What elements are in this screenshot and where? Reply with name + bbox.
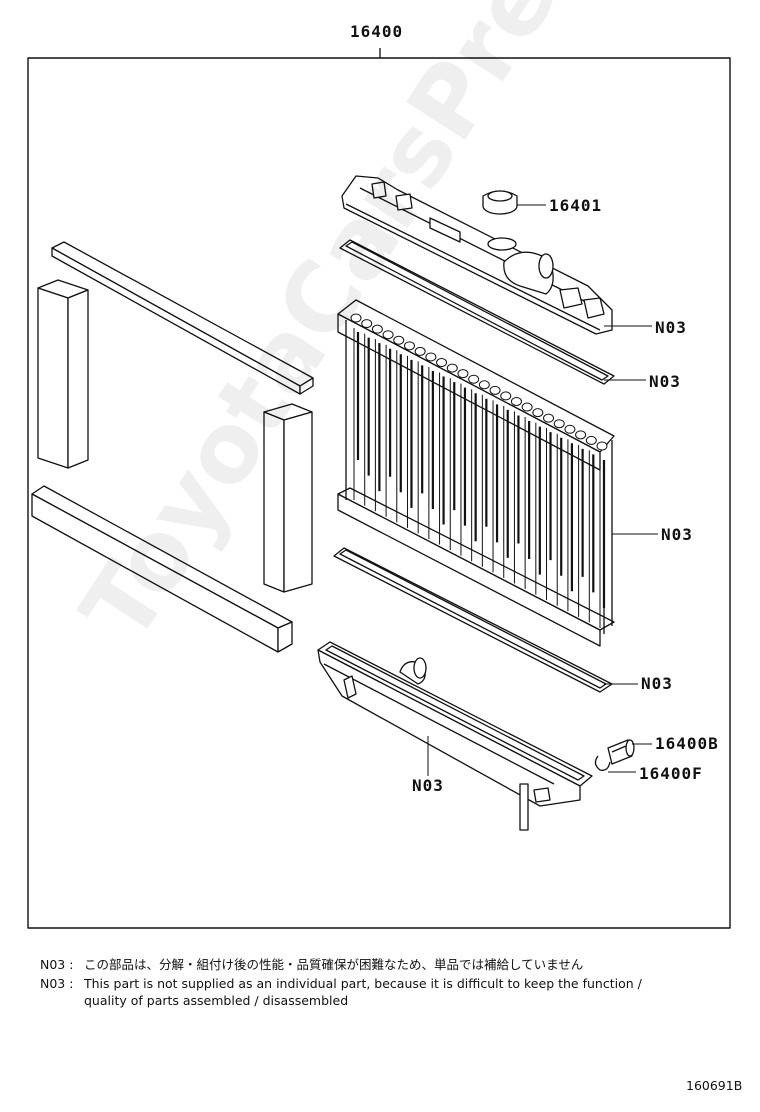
right-block — [263, 403, 313, 593]
figure-id: 160691B — [686, 1078, 743, 1093]
left-block — [37, 279, 89, 469]
note-code: N03 : — [40, 976, 74, 991]
lower-tank — [317, 641, 593, 831]
tube-end — [393, 335, 405, 345]
tube-end — [425, 352, 437, 362]
callout-lower-gasket: N03 — [641, 674, 673, 693]
note-code: N03 : — [40, 957, 74, 972]
drain-plug — [594, 755, 611, 771]
upper-gasket — [339, 239, 615, 385]
tube-end — [543, 413, 555, 423]
assembly-part-number: 16400 — [350, 22, 404, 41]
radiator-cap — [482, 190, 518, 215]
upper-tank — [341, 175, 613, 335]
tube-end — [585, 435, 597, 445]
tube-end — [553, 419, 565, 429]
tube-end — [414, 346, 426, 356]
top-seal — [51, 241, 314, 395]
tube-end — [361, 319, 373, 329]
tube-end — [564, 424, 576, 434]
tube-end — [446, 363, 458, 373]
callout-cap: 16401 — [549, 196, 603, 215]
tube-end — [510, 396, 522, 406]
callout-lower-tank: N03 — [412, 776, 444, 795]
note-text: This part is not supplied as an individu… — [84, 976, 642, 991]
note-japanese: N03 : この部品は、分解・組付け後の性能・品質確保が困難なため、単品では補給し… — [40, 954, 583, 973]
tube-end — [489, 385, 501, 395]
note-english: N03 : This part is not supplied as an ind… — [40, 976, 642, 991]
callout-core: N03 — [661, 525, 693, 544]
note-english-cont: quality of parts assembled / disassemble… — [40, 993, 348, 1008]
radiator-core — [337, 299, 615, 647]
tube-end — [382, 330, 394, 340]
tube-end — [350, 313, 362, 323]
tube-end — [457, 369, 469, 379]
tube-end — [468, 374, 480, 384]
bottom-bar — [31, 485, 293, 653]
drain-cock — [607, 739, 635, 765]
callout-upper-gasket: N03 — [649, 372, 681, 391]
callout-drain-cock: 16400B — [655, 734, 719, 753]
callout-drain-plug: 16400F — [639, 764, 703, 783]
tube-end — [403, 341, 415, 351]
tube-end — [532, 408, 544, 418]
tube-end — [521, 402, 533, 412]
note-text: quality of parts assembled / disassemble… — [84, 993, 349, 1008]
tube-end — [575, 430, 587, 440]
leader-lines — [427, 204, 658, 776]
assembly-frame — [27, 57, 731, 929]
callout-upper-tank: N03 — [655, 318, 687, 337]
tube-end — [500, 391, 512, 401]
tube-end — [596, 441, 608, 451]
tube-end — [436, 358, 448, 368]
tube-end — [478, 380, 490, 390]
note-text: この部品は、分解・組付け後の性能・品質確保が困難なため、単品では補給していません — [84, 957, 584, 972]
tube-end — [371, 324, 383, 334]
